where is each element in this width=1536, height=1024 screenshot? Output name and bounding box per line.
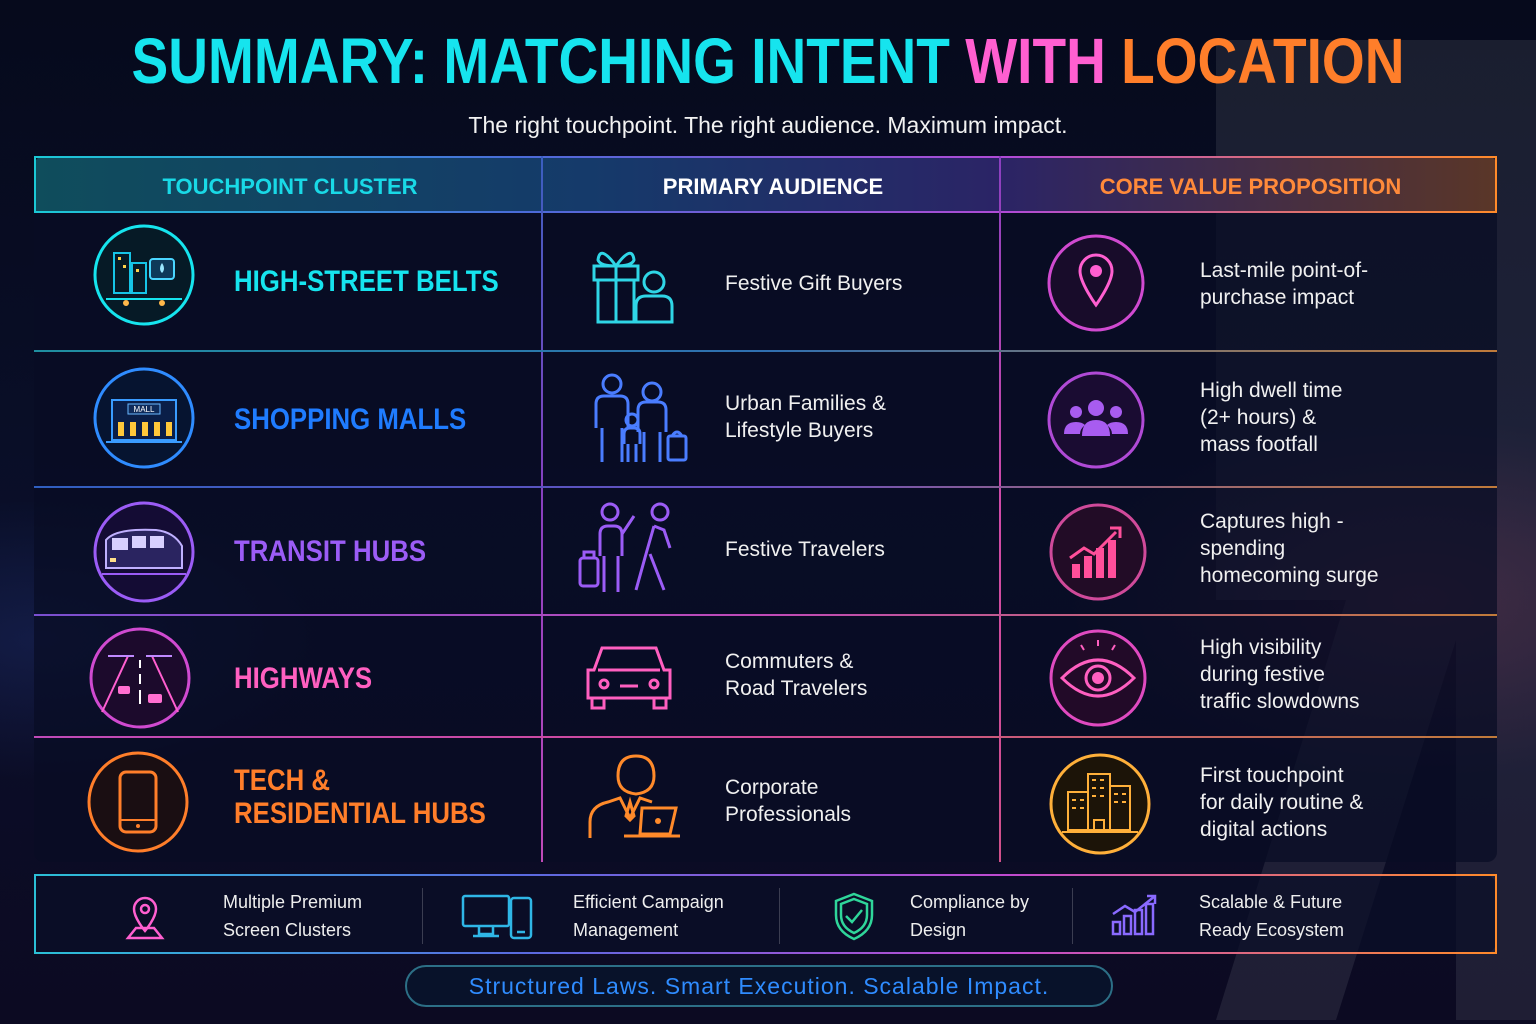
footer-item: Compliance by Design (780, 876, 1072, 956)
row-divider (34, 350, 1497, 352)
header-core-value: CORE VALUE PROPOSITION (1099, 174, 1402, 199)
devices-icon (461, 894, 533, 940)
row-divider (34, 736, 1497, 738)
value-text: First touchpoint for daily routine & dig… (1200, 764, 1364, 841)
cluster-name: HIGHWAYS (234, 662, 373, 695)
footer-divider (1072, 888, 1073, 944)
audience-text: Festive Gift Buyers (725, 272, 903, 295)
value-text: High dwell time (2+ hours) & mass footfa… (1200, 379, 1343, 456)
shield-check-icon (834, 892, 874, 941)
title-part-3: LOCATION (1121, 25, 1405, 97)
row-divider (34, 486, 1497, 488)
tagline: Structured Laws. Smart Execution. Scalab… (405, 965, 1113, 1007)
footer-item: Scalable & Future Ready Ecosystem (1073, 876, 1497, 956)
cluster-name: SHOPPING MALLS (234, 403, 467, 436)
highway-road-icon (89, 627, 191, 729)
footer-divider (779, 888, 780, 944)
value-text: Last-mile point-of- purchase impact (1200, 259, 1369, 309)
street-shop-icon (93, 224, 195, 326)
people-group-icon (1047, 371, 1145, 469)
audience-text: Festive Travelers (725, 538, 885, 561)
audience-text: Urban Families & Lifestyle Buyers (725, 392, 887, 442)
footer-text: Efficient Campaign Management (573, 892, 724, 940)
buildings-icon (1049, 753, 1151, 855)
feature-footer: Multiple Premium Screen Clusters Efficie… (34, 874, 1497, 954)
professional-laptop-icon (588, 754, 680, 838)
bar-growth-icon (1111, 894, 1157, 936)
header-touchpoint-cluster: TOUCHPOINT CLUSTER (162, 174, 418, 199)
footer-text: Scalable & Future Ready Ecosystem (1199, 892, 1345, 940)
mall-building-icon: MALL (93, 367, 195, 469)
map-pin-icon (125, 896, 165, 940)
cluster-name: HIGH-STREET BELTS (234, 265, 499, 298)
header-primary-audience: PRIMARY AUDIENCE (662, 174, 884, 199)
summary-table: TOUCHPOINT CLUSTER PRIMARY AUDIENCE CORE… (34, 156, 1497, 862)
audience-text: Commuters & Road Travelers (725, 650, 868, 700)
title-part-1: SUMMARY: MATCHING INTENT (131, 25, 950, 97)
footer-text: Compliance by Design (910, 892, 1030, 940)
audience-text: Corporate Professionals (725, 776, 852, 826)
title-part-2: WITH (965, 25, 1106, 97)
svg-text:MALL: MALL (134, 405, 155, 414)
eye-icon (1049, 629, 1147, 727)
car-icon (586, 646, 672, 710)
column-divider-1 (541, 156, 543, 862)
family-icon (594, 373, 688, 462)
footer-item: Efficient Campaign Management (423, 876, 778, 956)
table-header: TOUCHPOINT CLUSTER PRIMARY AUDIENCE CORE… (34, 156, 1497, 213)
footer-text: Multiple Premium Screen Clusters (223, 892, 363, 940)
metro-train-icon (93, 501, 195, 603)
growth-chart-icon (1049, 503, 1147, 601)
travelers-icon (578, 502, 672, 592)
column-divider-2 (999, 156, 1001, 862)
cluster-name: TRANSIT HUBS (234, 535, 427, 568)
footer-item: Multiple Premium Screen Clusters (36, 876, 421, 956)
gift-person-icon (592, 251, 674, 324)
row-divider (34, 614, 1497, 616)
location-pin-icon (1047, 234, 1145, 332)
footer-divider (422, 888, 423, 944)
value-text: High visibility during festive traffic s… (1200, 636, 1360, 713)
page-title: SUMMARY: MATCHING INTENT WITH LOCATION (108, 24, 1429, 98)
value-text: Captures high - spending homecoming surg… (1200, 510, 1379, 587)
page-subtitle: The right touchpoint. The right audience… (468, 112, 1068, 138)
cluster-name: TECH & RESIDENTIAL HUBS (234, 764, 486, 830)
smartphone-icon (87, 751, 189, 853)
